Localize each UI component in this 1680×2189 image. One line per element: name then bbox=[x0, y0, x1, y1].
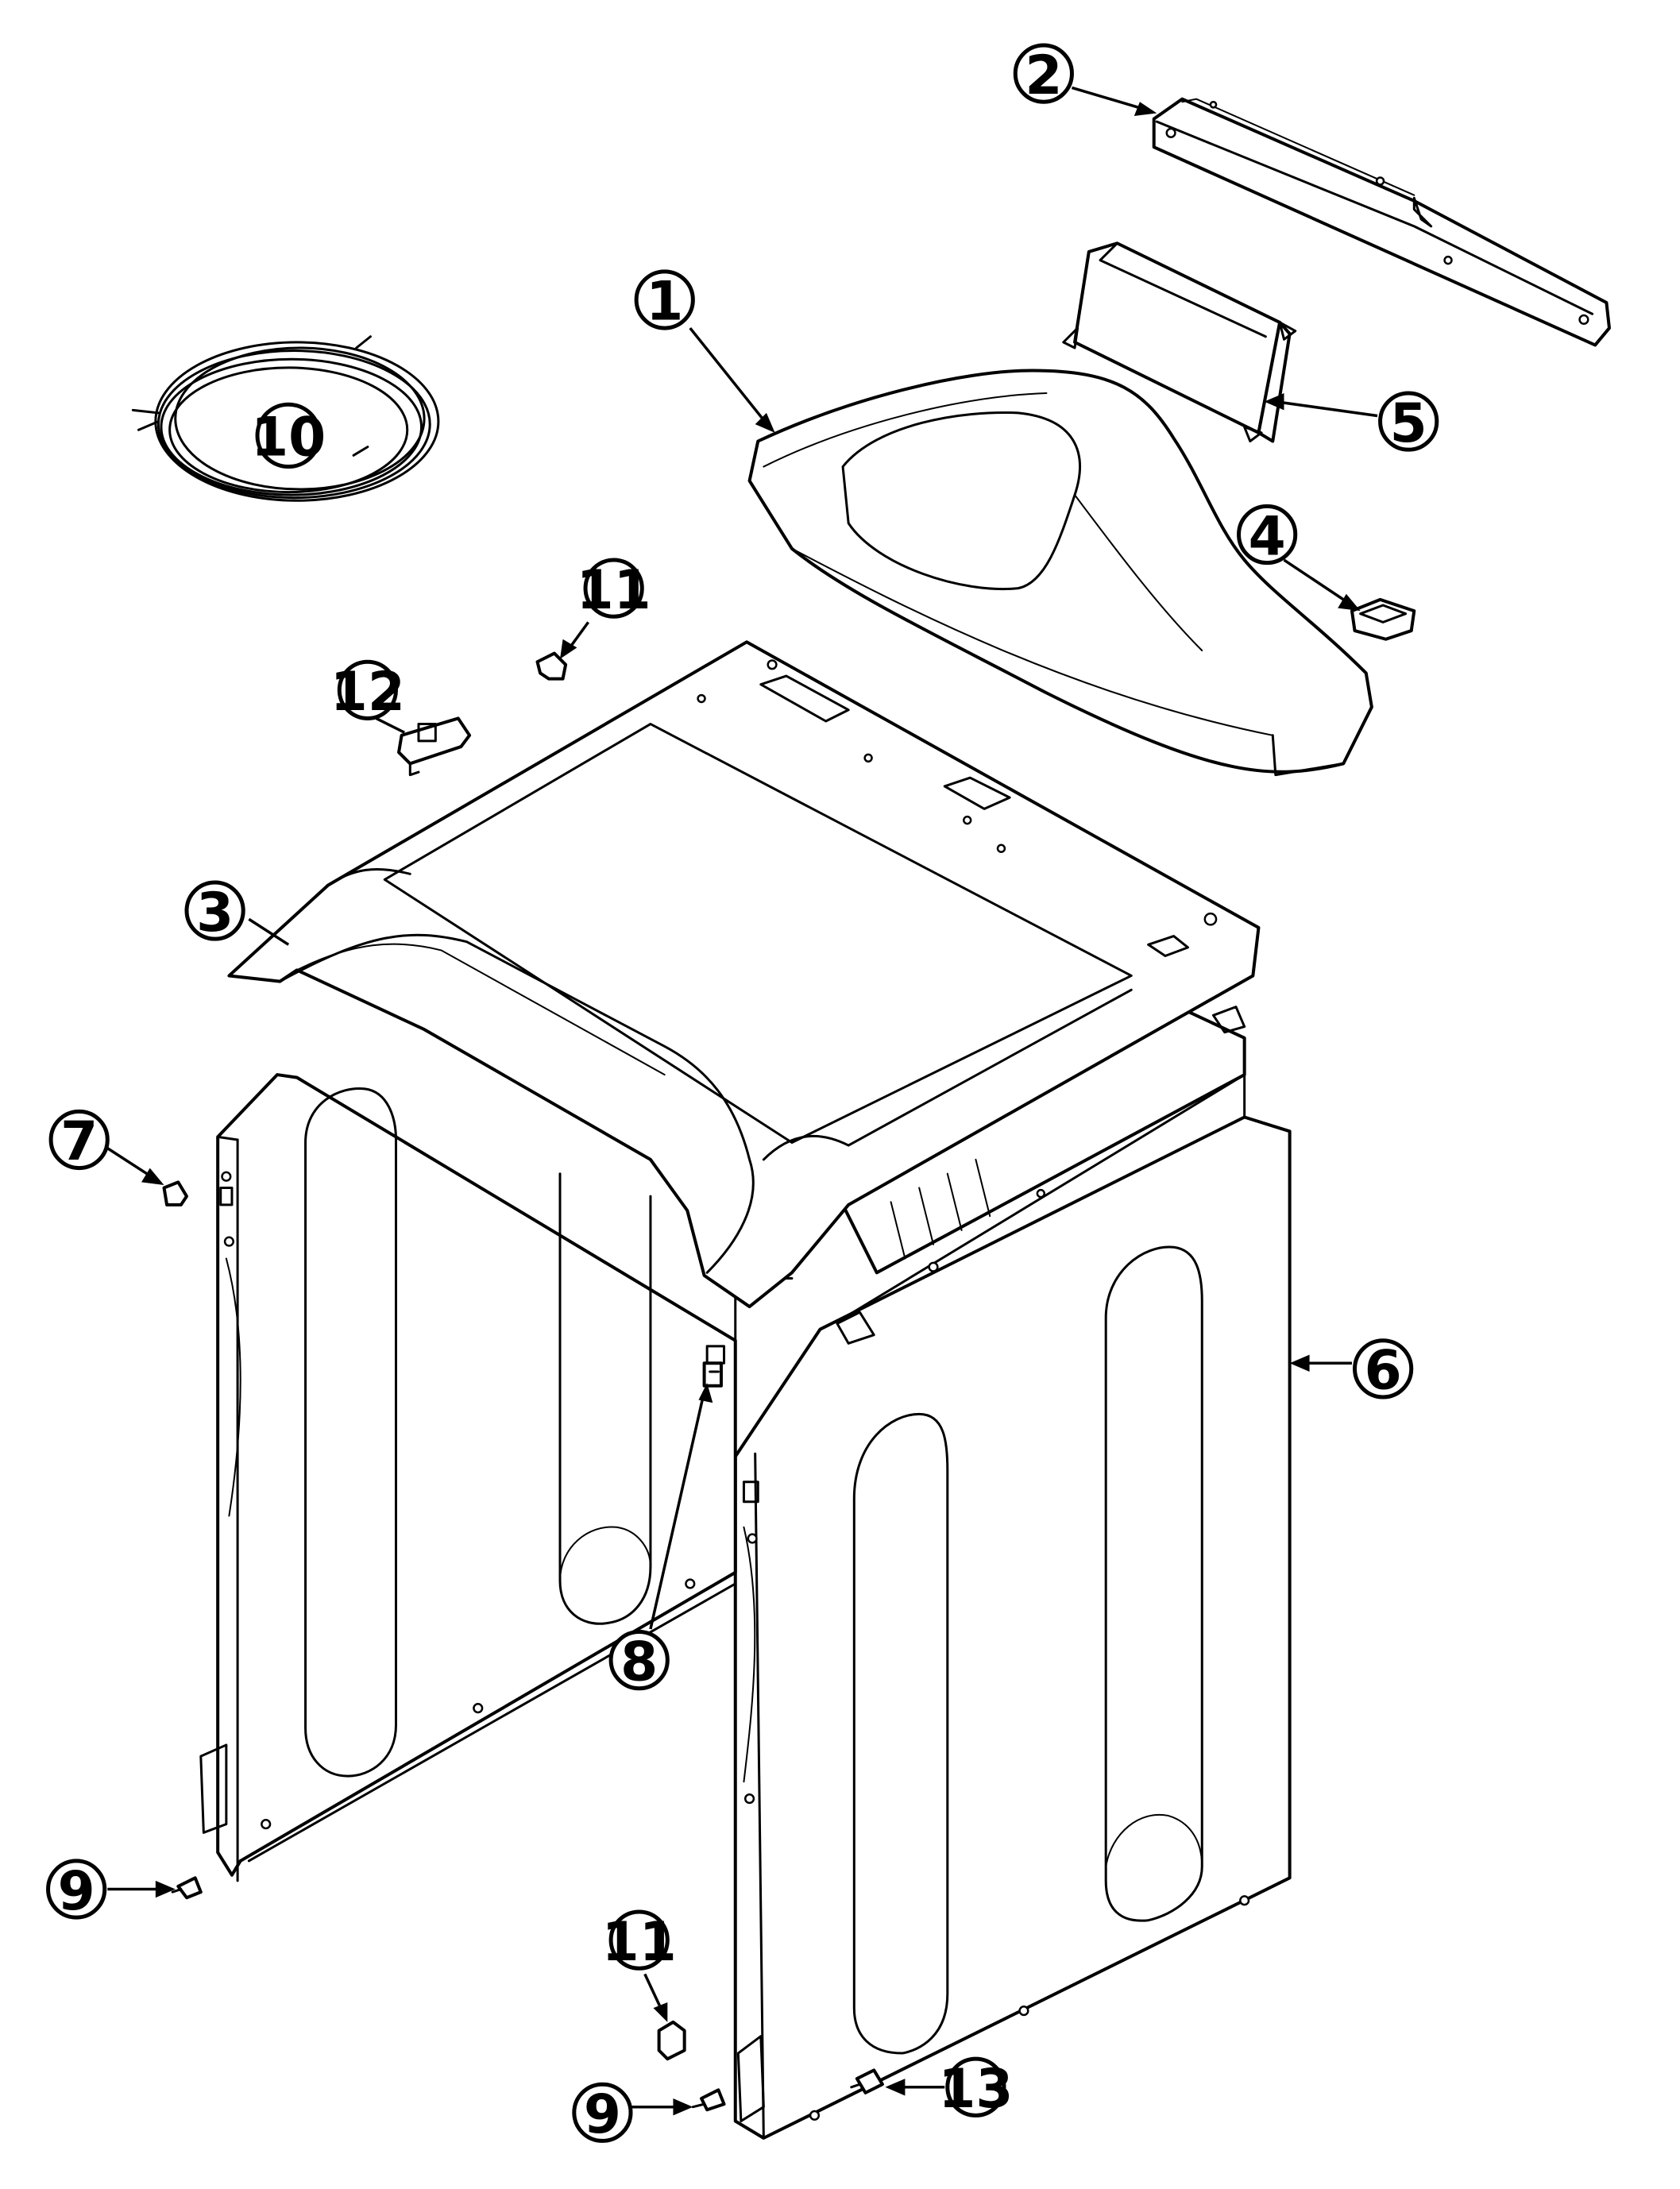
part-5-control-housing bbox=[1064, 243, 1296, 441]
svg-text:12: 12 bbox=[330, 660, 405, 723]
leader-8 bbox=[651, 1392, 705, 1629]
svg-text:9: 9 bbox=[58, 1859, 95, 1922]
svg-text:6: 6 bbox=[1365, 1339, 1402, 1402]
leader-lines bbox=[107, 87, 1377, 2116]
callout-1: 1 bbox=[636, 270, 693, 333]
part-11-clip-upper bbox=[538, 654, 566, 679]
part-3-top-cover bbox=[229, 642, 1258, 1307]
svg-text:11: 11 bbox=[602, 1910, 677, 1973]
svg-text:4: 4 bbox=[1249, 504, 1286, 567]
svg-text:11: 11 bbox=[577, 558, 651, 621]
part-6-cabinet-right bbox=[736, 998, 1290, 2138]
part-4-dispenser-tray bbox=[1352, 600, 1414, 639]
callout-9-left: 9 bbox=[48, 1859, 105, 1922]
leader-4 bbox=[1284, 560, 1352, 605]
callout-13: 13 bbox=[938, 2057, 1013, 2120]
svg-text:10: 10 bbox=[251, 406, 326, 469]
svg-text:2: 2 bbox=[1025, 44, 1062, 106]
callout-11-lower: 11 bbox=[602, 1910, 677, 1973]
leader-3 bbox=[249, 919, 288, 944]
callout-2: 2 bbox=[1015, 44, 1072, 106]
callout-12: 12 bbox=[330, 660, 405, 723]
callout-8: 8 bbox=[611, 1630, 667, 1693]
svg-text:7: 7 bbox=[60, 1110, 98, 1172]
part-9-screw-left bbox=[172, 1878, 201, 1898]
part-11-clip-lower bbox=[659, 2022, 685, 2059]
svg-text:3: 3 bbox=[196, 881, 234, 944]
part-13-screw bbox=[852, 2070, 882, 2092]
callout-6: 6 bbox=[1355, 1339, 1412, 1402]
part-1-console-panel bbox=[750, 370, 1372, 774]
callout-11-upper: 11 bbox=[577, 558, 651, 621]
svg-text:13: 13 bbox=[938, 2057, 1013, 2120]
svg-text:1: 1 bbox=[646, 270, 683, 333]
part-12-lid-switch bbox=[399, 718, 469, 774]
leader-2 bbox=[1072, 87, 1148, 110]
leader-1 bbox=[690, 328, 770, 427]
svg-text:5: 5 bbox=[1390, 392, 1427, 454]
callout-7: 7 bbox=[51, 1110, 107, 1172]
part-2-top-rail bbox=[1154, 99, 1609, 346]
callout-10: 10 bbox=[251, 404, 326, 468]
svg-text:8: 8 bbox=[620, 1630, 658, 1693]
part-7-clip bbox=[164, 1182, 187, 1204]
leader-5 bbox=[1276, 402, 1377, 416]
svg-text:9: 9 bbox=[584, 2083, 621, 2145]
part-10-power-cord bbox=[133, 337, 438, 501]
callout-3: 3 bbox=[187, 881, 243, 944]
callout-5: 5 bbox=[1381, 392, 1437, 454]
callout-9-bottom: 9 bbox=[574, 2083, 631, 2145]
leader-12 bbox=[377, 718, 405, 732]
callout-4: 4 bbox=[1239, 504, 1296, 567]
cabinet-left-panel bbox=[201, 1075, 736, 1881]
part-9-screw-bottom bbox=[693, 2090, 724, 2110]
part-8-clip bbox=[705, 1363, 721, 1385]
